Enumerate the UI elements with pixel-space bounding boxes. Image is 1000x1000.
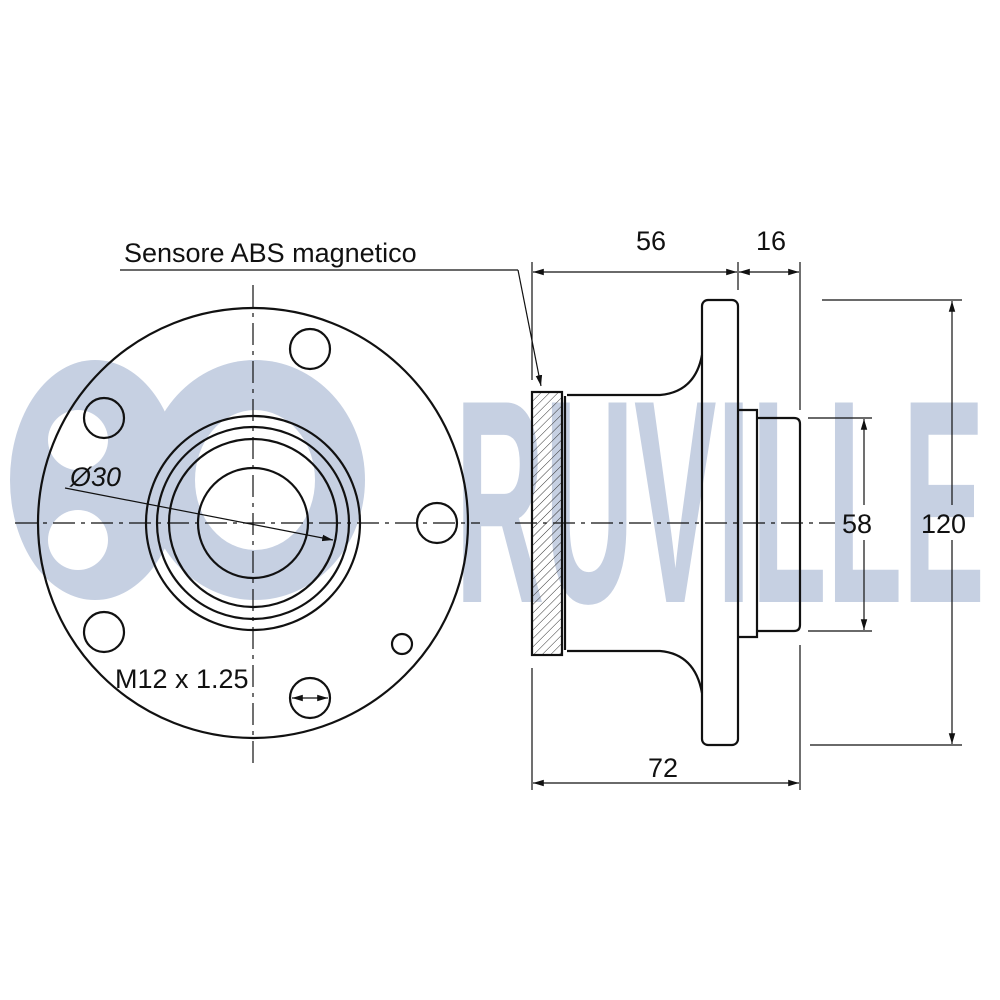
dimension-16-label: 16 — [756, 226, 786, 256]
front-view: Ø30 M12 x 1.25 — [15, 285, 480, 765]
bolt-hole — [288, 327, 332, 371]
bore-dimension-leader — [64, 487, 334, 542]
logo-emblem-icon — [10, 360, 365, 600]
sensor-callout: Sensore ABS magnetico — [120, 238, 543, 387]
bolt-hole — [82, 610, 126, 654]
dimension-72-label: 72 — [648, 753, 678, 783]
bolt-hole — [82, 396, 126, 440]
locating-hole — [390, 632, 414, 656]
hub-body — [567, 354, 704, 694]
thread-label: M12 x 1.25 — [115, 664, 249, 694]
watermark-logo: RUVILLE — [10, 340, 985, 664]
side-view: 56 16 72 58 120 — [515, 226, 966, 790]
pilot — [757, 416, 802, 633]
dimension-120-label: 120 — [921, 509, 966, 539]
abs-sensor-ring — [530, 390, 564, 657]
bore-diameter-label: Ø30 — [69, 462, 121, 492]
sensor-label: Sensore ABS magnetico — [124, 238, 417, 268]
dimension-56-label: 56 — [636, 226, 666, 256]
dimension-58-label: 58 — [842, 509, 872, 539]
wheel-flange — [700, 298, 740, 747]
threaded-hole — [288, 676, 332, 720]
bore — [196, 466, 310, 580]
flange-outline — [36, 306, 470, 740]
seal-ring-outer — [144, 414, 362, 632]
seal-ring-inner — [167, 437, 339, 609]
sensor-leader — [517, 269, 543, 387]
bolt-hole — [415, 501, 459, 545]
seal-ring-middle — [155, 425, 351, 621]
pilot-step — [738, 408, 759, 639]
